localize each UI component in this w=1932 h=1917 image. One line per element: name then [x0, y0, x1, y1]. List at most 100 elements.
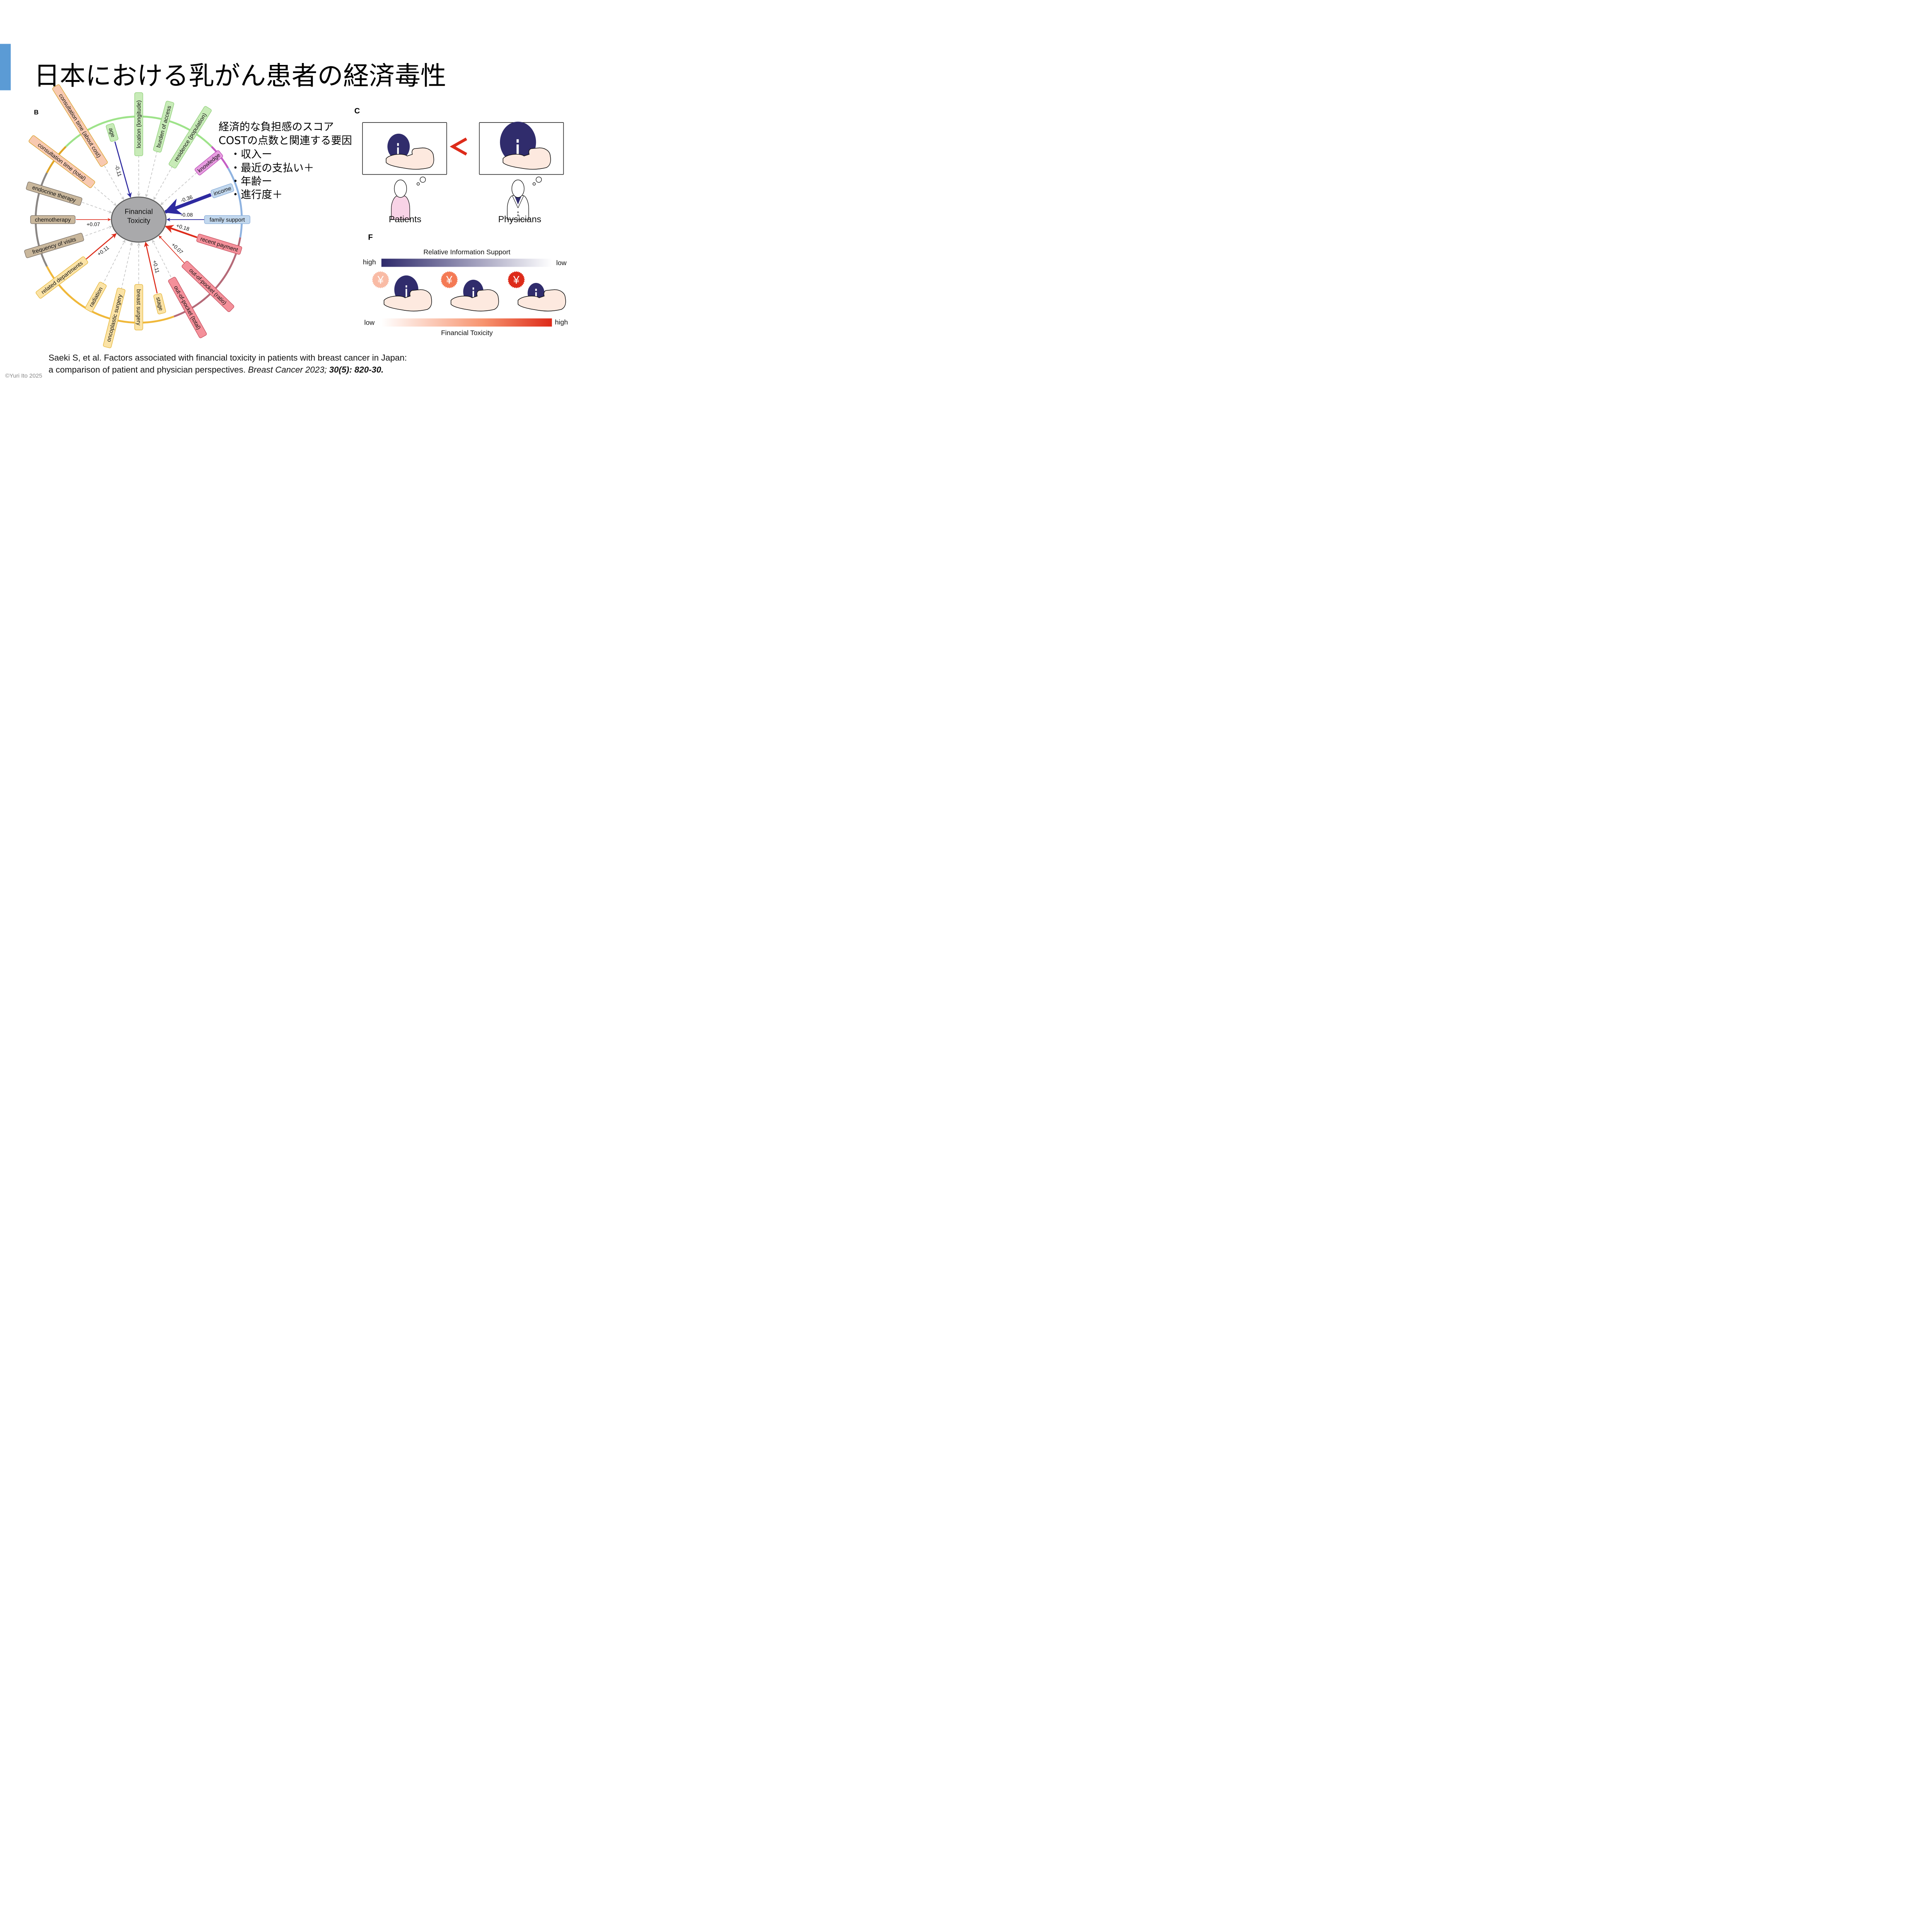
- factor-box: [105, 123, 119, 142]
- factor-label: out-of-pocket (ratio): [188, 267, 228, 306]
- citation-journal: Breast Cancer 2023;: [248, 365, 329, 375]
- factor-node-chemotherapy: chemotherapy: [30, 215, 76, 224]
- info-i-dot: [472, 287, 474, 290]
- info-sphere-icon: [387, 133, 410, 160]
- citation: Saeki S, et al. Factors associated with …: [49, 353, 407, 375]
- factor-box: [153, 293, 166, 315]
- factor-node-consultation-time-about-cost: consultation time (about cost): [52, 84, 108, 167]
- info-support-low-label: low: [556, 259, 567, 267]
- summary-line-2: COSTの点数と関連する要因: [219, 135, 352, 147]
- factor-box: [30, 215, 76, 224]
- physician-info-hand: [500, 121, 551, 170]
- factor-node-frequency-of-visits: frequency of visits: [24, 233, 84, 258]
- factor-label: residence (population): [173, 112, 208, 163]
- thought-bubble-icon: [420, 177, 426, 183]
- edge-recent-payment: [165, 225, 197, 238]
- citation-volume-pages: 30(5): 820-30.: [329, 365, 384, 375]
- yen-icon: ¥: [513, 274, 520, 286]
- copyright-notice: ©Yuri Ito 2025: [5, 373, 42, 379]
- thought-bubble-icon: [536, 177, 542, 183]
- factor-label: consultation time (total): [36, 142, 87, 182]
- edge-oncoplastic-surgery: [121, 242, 133, 290]
- hand-icon: [517, 289, 566, 312]
- hand-icon: [383, 289, 432, 312]
- edge-endocrine-therapy: [82, 202, 112, 214]
- yen-icon: ¥: [377, 274, 384, 286]
- citation-line-1: Saeki S, et al. Factors associated with …: [49, 353, 407, 363]
- factor-box: [153, 100, 174, 153]
- factor-node-breast-surgery: breast surgery: [134, 284, 143, 330]
- summary-bullet-income: ・収入ー: [230, 148, 272, 160]
- factor-node-endocrine-therapy: endocrine therapy: [26, 182, 82, 206]
- factor-box: [211, 183, 234, 198]
- hand-icon: [451, 289, 499, 312]
- info-i-dot: [405, 285, 407, 288]
- edge-frequency-of-visits: [81, 226, 112, 238]
- summary-bullet-stage: ・進行度＋: [230, 189, 283, 201]
- slide-title: 日本における乳がん患者の経済毒性: [34, 61, 446, 91]
- edge-out-of-pocket-ratio: [158, 235, 189, 268]
- information-vs-toxicity-figures: ¥ ¥ ¥: [372, 271, 566, 312]
- info-i-stem: [535, 292, 537, 300]
- yen-icon: ¥: [446, 274, 453, 286]
- factor-box: [134, 284, 143, 330]
- patient-figure-icon: [391, 179, 410, 220]
- factor-box: [194, 150, 223, 175]
- edge-income: [163, 193, 212, 215]
- panel-c: C Patients: [354, 107, 564, 224]
- edge-knowledge: [160, 172, 197, 205]
- factor-label: chemotherapy: [35, 217, 71, 223]
- group-arc-social: [227, 167, 243, 238]
- panel-f: F Relative Information Support high low …: [363, 233, 568, 337]
- toxicity-title: Financial Toxicity: [441, 329, 493, 337]
- coef-label-related-departments: +0.11: [96, 245, 110, 257]
- factor-node-knowledge: knowledge: [194, 150, 223, 175]
- thought-bubble-icon: [532, 182, 536, 186]
- factor-label: out-of-pocket (total): [172, 285, 202, 331]
- factor-label: family support: [209, 217, 245, 223]
- info-i-dot: [535, 289, 537, 291]
- factor-box: [168, 277, 207, 338]
- info-support-high-label: high: [363, 258, 376, 266]
- coef-label-out-of-pocket-ratio: +0.07: [170, 242, 184, 255]
- citation-line-2: a comparison of patient and physician pe…: [49, 365, 384, 375]
- factor-box: [196, 233, 242, 255]
- factor-node-age: age: [105, 123, 119, 142]
- factor-label: breast surgery: [135, 289, 141, 325]
- factor-node-burden-of-access: burden of access: [153, 100, 174, 153]
- factor-box: [24, 233, 84, 258]
- yen-badge-icon: [507, 271, 525, 289]
- yen-badge-icon: [372, 271, 389, 289]
- hand-icon: [502, 147, 551, 170]
- coef-label-family-support: -0.08: [181, 212, 193, 218]
- edge-burden-of-access: [145, 150, 158, 197]
- physicians-label: Physicians: [498, 214, 541, 224]
- info-i-dot: [397, 143, 399, 146]
- info-i-stem: [397, 147, 399, 157]
- thought-bubble-icon: [417, 182, 420, 186]
- factor-node-residence-population: residence (population): [168, 106, 212, 169]
- info-i-stem: [472, 291, 474, 300]
- less-than-icon: [449, 137, 468, 156]
- edge-age: [114, 141, 132, 198]
- panel-b-diagram: B Financial Toxicity consultation time (…: [24, 84, 250, 348]
- panel-b-label: B: [34, 109, 39, 116]
- factor-node-radiation: radiation: [85, 282, 107, 312]
- accent-bar: [0, 44, 11, 90]
- coef-label-stage: +0.11: [151, 260, 160, 274]
- center-label-line1: Financial: [125, 208, 153, 216]
- info-i-stem: [516, 144, 519, 158]
- factor-node-location-longitude: location (longitude): [134, 92, 143, 156]
- edge-radiation: [102, 240, 126, 285]
- toxicity-high-label: high: [555, 318, 568, 326]
- center-label-line2: Toxicity: [127, 216, 151, 225]
- info-i-dot: [516, 139, 519, 143]
- edge-stage: [144, 242, 158, 294]
- summary-bullet-recent-payment: ・最近の支払い＋: [230, 162, 314, 174]
- factor-box: [85, 282, 107, 312]
- patients-label: Patients: [389, 214, 421, 224]
- figure-1: ¥: [372, 271, 432, 312]
- toxicity-low-label: low: [364, 319, 375, 327]
- factor-box: [29, 135, 95, 188]
- summary-line-1: 経済的な負担感のスコア: [219, 121, 334, 133]
